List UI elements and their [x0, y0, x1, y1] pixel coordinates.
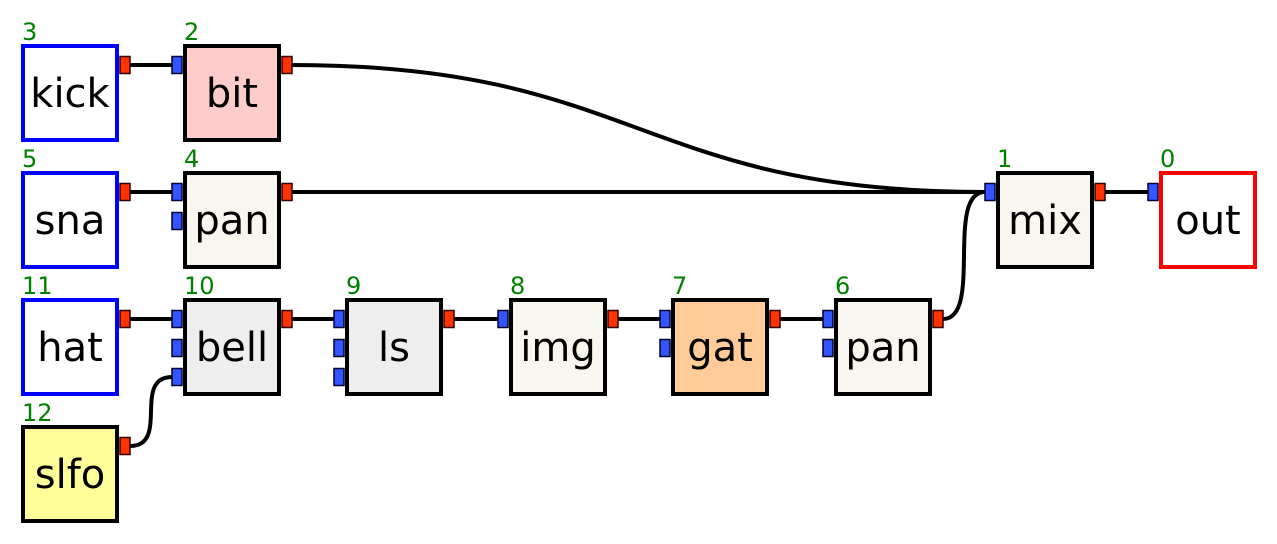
node-id-label: 6 — [835, 272, 850, 300]
output-port[interactable] — [932, 309, 944, 329]
node-label: out — [1175, 198, 1241, 244]
node-id-label: 11 — [22, 272, 53, 300]
node-label: kick — [30, 71, 110, 117]
node-label: slfo — [35, 452, 106, 498]
node-id-label: 3 — [22, 18, 37, 46]
node-box[interactable] — [21, 425, 119, 523]
node-slfo-12[interactable]: 12 slfo — [21, 399, 131, 523]
node-mix-1[interactable]: 1 mix — [984, 145, 1106, 269]
node-id-label: 1 — [997, 145, 1012, 173]
wire-12-to-10[interactable] — [129, 375, 173, 448]
node-pan-4[interactable]: 4 pan — [171, 145, 293, 269]
input-port-1[interactable] — [333, 338, 345, 358]
node-label: hat — [37, 325, 103, 371]
nodes-layer: 3kick2bit5sna4pan11hat10bell9ls8img7gat6… — [21, 18, 1257, 523]
node-box[interactable] — [183, 171, 281, 269]
input-port-1[interactable] — [659, 338, 671, 358]
node-label: pan — [845, 325, 920, 371]
input-port-1[interactable] — [822, 338, 834, 358]
node-box[interactable] — [671, 298, 769, 396]
node-img-8[interactable]: 8 img — [497, 272, 619, 396]
node-pan-6[interactable]: 6 pan — [822, 272, 944, 396]
node-label: sna — [35, 198, 106, 244]
node-box[interactable] — [1159, 171, 1257, 269]
input-port-1[interactable] — [171, 211, 183, 231]
node-id-label: 2 — [184, 18, 199, 46]
output-port[interactable] — [281, 309, 293, 329]
node-label: bell — [196, 325, 268, 371]
node-bell-10[interactable]: 10 bell — [171, 272, 293, 396]
node-id-label: 10 — [184, 272, 215, 300]
node-id-label: 5 — [22, 145, 37, 173]
node-box[interactable] — [509, 298, 607, 396]
node-label: bit — [206, 71, 258, 117]
output-port[interactable] — [769, 309, 781, 329]
wires-layer — [129, 63, 1148, 448]
node-box[interactable] — [345, 298, 443, 396]
input-port-0[interactable] — [984, 182, 996, 202]
input-port-0[interactable] — [1147, 182, 1159, 202]
output-port[interactable] — [119, 182, 131, 202]
output-port[interactable] — [607, 309, 619, 329]
wire-6-to-1[interactable] — [942, 190, 986, 321]
node-label: img — [520, 325, 595, 371]
input-port-0[interactable] — [171, 55, 183, 75]
wire-2-to-1[interactable] — [291, 63, 986, 194]
node-id-label: 9 — [346, 272, 361, 300]
input-port-1[interactable] — [171, 338, 183, 358]
input-port-0[interactable] — [171, 309, 183, 329]
node-hat-11[interactable]: 11 hat — [21, 272, 131, 396]
input-port-0[interactable] — [659, 309, 671, 329]
input-port-0[interactable] — [822, 309, 834, 329]
node-id-label: 4 — [184, 145, 199, 173]
node-id-label: 0 — [1160, 145, 1175, 173]
node-id-label: 12 — [22, 399, 53, 427]
output-port[interactable] — [119, 436, 131, 456]
node-box[interactable] — [21, 171, 119, 269]
node-id-label: 7 — [672, 272, 687, 300]
node-label: pan — [194, 198, 269, 244]
output-port[interactable] — [281, 55, 293, 75]
node-box[interactable] — [834, 298, 932, 396]
output-port[interactable] — [1094, 182, 1106, 202]
node-label: mix — [1008, 198, 1082, 244]
input-port-0[interactable] — [171, 182, 183, 202]
node-label: gat — [687, 325, 753, 371]
input-port-0[interactable] — [333, 309, 345, 329]
input-port-0[interactable] — [497, 309, 509, 329]
node-sna-5[interactable]: 5 sna — [21, 145, 131, 269]
output-port[interactable] — [119, 309, 131, 329]
node-id-label: 8 — [510, 272, 525, 300]
node-label: ls — [378, 325, 410, 371]
node-box[interactable] — [996, 171, 1094, 269]
input-port-2[interactable] — [171, 367, 183, 387]
node-box[interactable] — [183, 298, 281, 396]
node-kick-3[interactable]: 3 kick — [21, 18, 131, 142]
output-port[interactable] — [119, 55, 131, 75]
node-box[interactable] — [183, 44, 281, 142]
node-box[interactable] — [21, 298, 119, 396]
input-port-2[interactable] — [333, 367, 345, 387]
output-port[interactable] — [443, 309, 455, 329]
output-port[interactable] — [281, 182, 293, 202]
node-box[interactable] — [21, 44, 119, 142]
node-ls-9[interactable]: 9 ls — [333, 272, 455, 396]
